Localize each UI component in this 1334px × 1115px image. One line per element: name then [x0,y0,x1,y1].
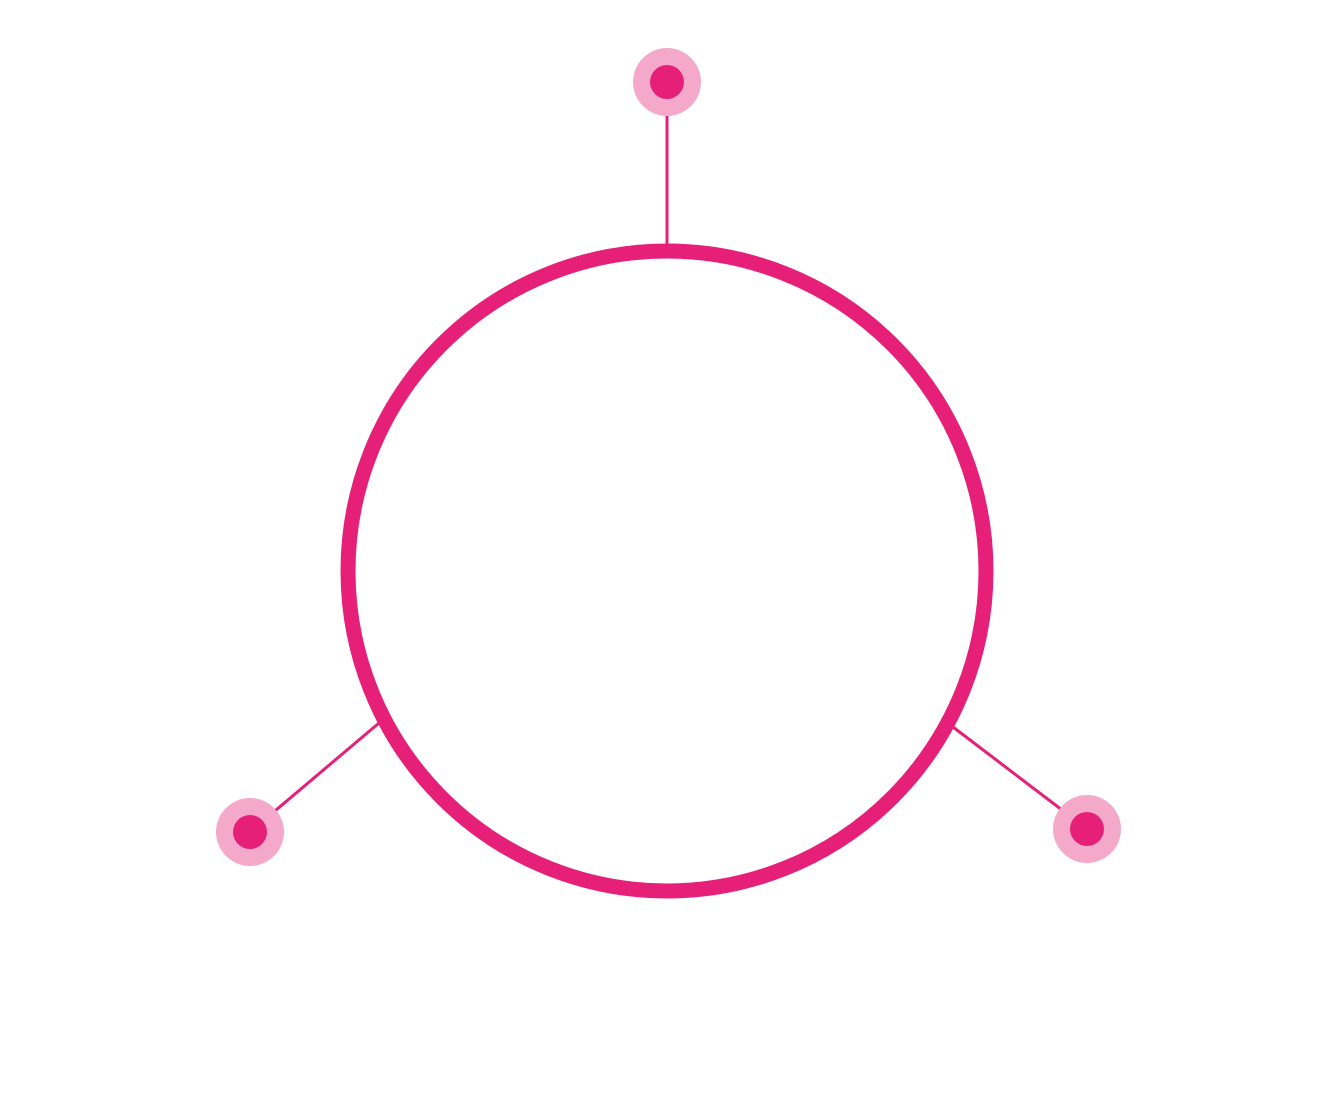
node-bottom-right-dot [1070,812,1104,846]
node-bottom-right[interactable] [1053,795,1121,863]
hub-ring [340,243,994,899]
node-top-dot [650,65,684,99]
node-bottom-left[interactable] [216,798,284,866]
node-top[interactable] [633,48,701,116]
node-bottom-left-dot [233,815,267,849]
